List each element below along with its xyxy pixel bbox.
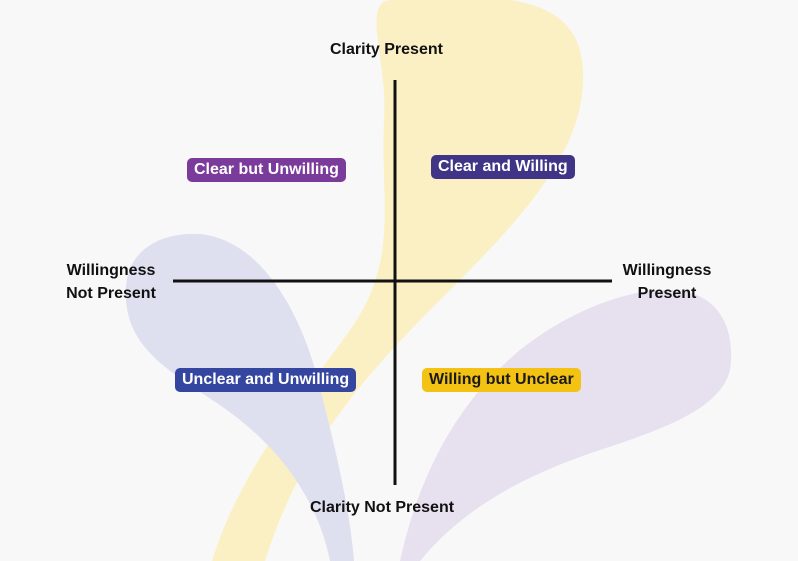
- axis-bottom-label: Clarity Not Present: [310, 499, 455, 516]
- axis-left-line-1: Willingness: [66, 262, 156, 279]
- quadrant-clear-and-willing: Clear and Willing: [431, 155, 575, 179]
- axis-right-line-1: Willingness: [622, 262, 712, 279]
- axis-right-label: Willingness Present: [614, 259, 720, 305]
- quadrant-unclear-and-unwilling: Unclear and Unwilling: [175, 368, 357, 392]
- axis-left-line-2: Not Present: [66, 285, 156, 302]
- axis-right-line-2: Present: [637, 285, 697, 302]
- axis-left-label: Willingness Not Present: [58, 259, 164, 305]
- quadrant-clear-but-unwilling: Clear but Unwilling: [187, 158, 346, 182]
- axis-top-label: Clarity Present: [330, 41, 443, 58]
- decor-blue-shape: [125, 233, 355, 561]
- decor-purple-shape: [400, 289, 732, 561]
- quadrant-willing-but-unclear: Willing but Unclear: [422, 368, 581, 392]
